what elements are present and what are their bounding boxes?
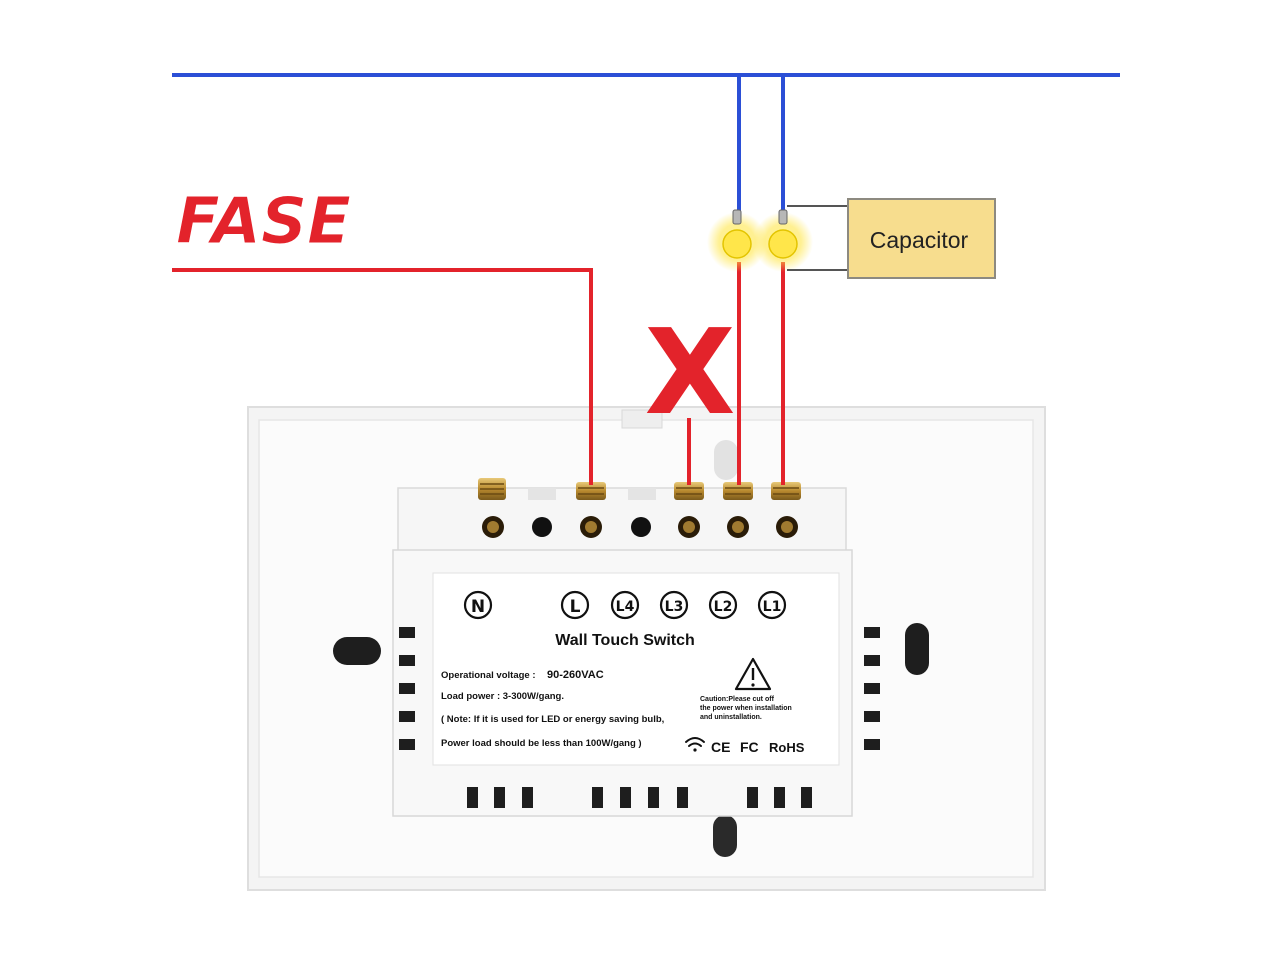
terminal-labels <box>463 590 787 620</box>
terminal-label-l: L <box>570 597 581 617</box>
terminal-label-l4: L4 <box>616 599 635 615</box>
cross-mark: X <box>645 303 736 441</box>
screw-l2 <box>723 482 753 500</box>
mount-slot-top <box>714 440 738 480</box>
screw-l3 <box>674 482 704 500</box>
wifi-icon <box>685 737 705 752</box>
capacitor-box <box>847 198 996 279</box>
screw-l <box>576 482 606 500</box>
capacitor-leads <box>787 205 848 271</box>
voltage-label: Operational voltage : <box>441 670 536 681</box>
warning-icon <box>734 657 772 691</box>
rohs-mark: RoHS <box>769 740 805 755</box>
terminal-label-l3: L3 <box>665 599 684 615</box>
lamp-1 <box>707 209 767 272</box>
phase-wires <box>172 262 785 485</box>
voltage-value: 90-260VAC <box>547 669 604 681</box>
terminal-label-l2: L2 <box>714 599 733 615</box>
fc-mark: FC <box>740 739 759 755</box>
phase-label: FASE <box>176 185 351 259</box>
terminal-screws <box>478 478 801 500</box>
screw-l1 <box>771 482 801 500</box>
switch-body <box>392 487 880 817</box>
ce-mark: CE <box>711 739 730 755</box>
caution-line-2: the power when installation <box>700 705 792 712</box>
caution-line-3: and uninstallation. <box>700 714 762 721</box>
load-power-text: Load power : 3-300W/gang. <box>441 691 564 702</box>
note-line-1: ( Note: If it is used for LED or energy … <box>441 714 664 725</box>
capacitor-label: Capacitor <box>870 227 969 253</box>
caution-line-1: Caution:Please cut off <box>700 696 775 703</box>
terminal-label-l1: L1 <box>763 599 782 615</box>
mount-slot-bottom <box>713 815 737 857</box>
terminal-holes <box>482 516 798 538</box>
switch-title: Wall Touch Switch <box>555 632 695 649</box>
lamp-2 <box>753 209 813 272</box>
screw-n <box>478 478 506 500</box>
mount-slot-right <box>905 623 929 675</box>
mount-slot-left <box>333 637 381 665</box>
neutral-wires <box>172 73 1120 214</box>
note-line-2: Power load should be less than 100W/gang… <box>441 738 642 749</box>
terminal-label-n: N <box>471 597 485 617</box>
